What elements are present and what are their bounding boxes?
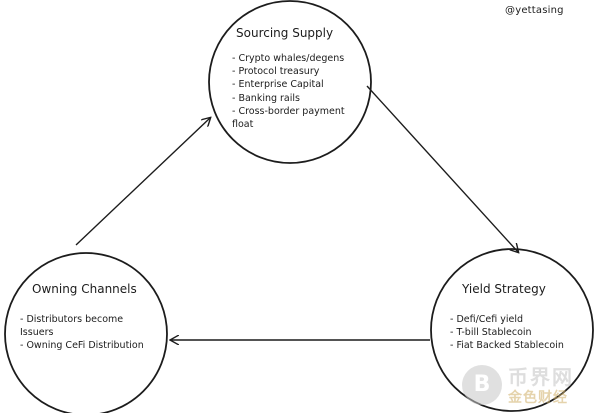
list-item: float bbox=[232, 119, 254, 131]
list-item: Defi/Cefi yield bbox=[450, 313, 564, 326]
list-item: Issuers bbox=[20, 327, 54, 339]
list-item: Enterprise Capital bbox=[232, 78, 345, 91]
list-item: Fiat Backed Stablecoin bbox=[450, 339, 563, 352]
list-item: Distributors become bbox=[20, 313, 144, 326]
list-item: Banking rails bbox=[232, 92, 345, 105]
watermark-brand: 币界网 bbox=[508, 365, 574, 389]
watermark-sub: 金色财经 bbox=[508, 390, 568, 406]
author-handle: @yettasing bbox=[505, 5, 564, 16]
owning-channels-node bbox=[4, 252, 168, 413]
arrow-channels-to-supply bbox=[75, 118, 210, 246]
list-item: Protocol treasury bbox=[232, 65, 345, 78]
list-item: Cross-border payment bbox=[232, 105, 344, 118]
yield-strategy-list: Defi/Cefi yield T-bill Stablecoin Fiat B… bbox=[450, 313, 564, 353]
sourcing-supply-list: Crypto whales/degens Protocol treasury E… bbox=[232, 52, 345, 131]
list-item: Owning CeFi Distribution bbox=[20, 339, 143, 352]
watermark: B 币界网 金色财经 bbox=[462, 355, 600, 413]
sourcing-supply-node bbox=[208, 0, 372, 164]
yield-strategy-title: Yield Strategy bbox=[462, 282, 546, 296]
bitcoin-icon: B bbox=[462, 365, 502, 405]
list-item: T-bill Stablecoin bbox=[450, 326, 564, 339]
owning-channels-title: Owning Channels bbox=[32, 282, 137, 296]
list-item: Crypto whales/degens bbox=[232, 52, 345, 65]
sourcing-supply-title: Sourcing Supply bbox=[236, 26, 334, 40]
owning-channels-list: Distributors become Issuers Owning CeFi … bbox=[20, 313, 144, 353]
arrow-supply-to-yield bbox=[366, 85, 518, 252]
